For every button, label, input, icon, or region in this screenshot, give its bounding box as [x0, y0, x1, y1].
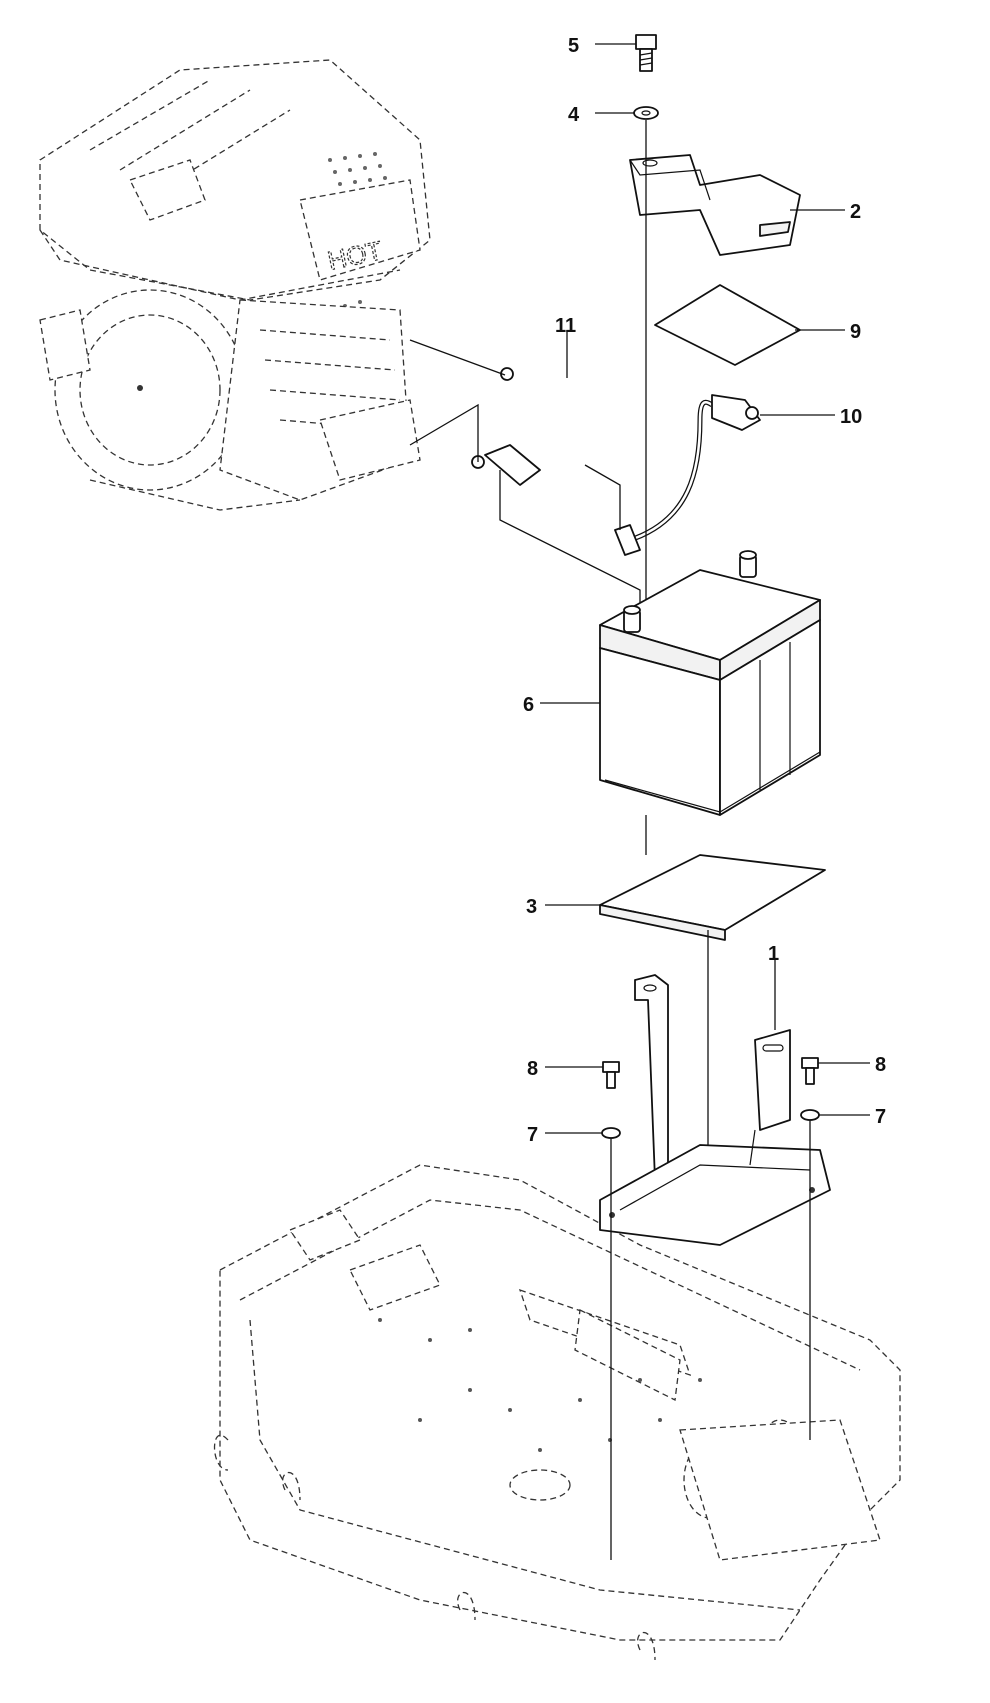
- callout-3: 3: [526, 896, 537, 918]
- callout-4: 4: [568, 104, 580, 126]
- part-6-battery: [540, 550, 821, 816]
- part-7-washer-left: [545, 1127, 621, 1560]
- part-5-bolt: [595, 34, 657, 72]
- part-10-positive-cable: [614, 394, 835, 556]
- callout-7-right: 7: [875, 1106, 886, 1128]
- part-8-bolt-right: [801, 1057, 870, 1085]
- callout-6: 6: [523, 694, 534, 716]
- callout-11: 11: [555, 315, 576, 337]
- callout-7-left: 7: [527, 1124, 538, 1146]
- callout-8-right: 8: [875, 1054, 886, 1076]
- part-1-battery-tray: [599, 960, 831, 1246]
- part-11-ground-cable: [471, 330, 588, 486]
- part-8-bolt-left: [545, 1061, 620, 1089]
- callout-9: 9: [850, 321, 861, 343]
- part-4-washer: [595, 106, 659, 120]
- engine-ghost: HOT: [39, 59, 431, 511]
- base-frame-ghost: [213, 1164, 901, 1661]
- callout-1: 1: [768, 943, 779, 965]
- part-2-hold-down-bracket: [629, 154, 845, 256]
- callout-5: 5: [568, 35, 579, 57]
- connection-guide-lines: [409, 120, 647, 625]
- callout-8-left: 8: [527, 1058, 538, 1080]
- callout-10: 10: [840, 406, 862, 428]
- part-3-tray-pad: [545, 815, 826, 1195]
- part-9-pad: [654, 284, 845, 366]
- callout-labels: 5 4 2 9 11 10 6 3 1 8 7 8 7: [523, 35, 886, 1146]
- part-7-washer-right: [800, 1109, 870, 1440]
- callout-2: 2: [850, 201, 861, 223]
